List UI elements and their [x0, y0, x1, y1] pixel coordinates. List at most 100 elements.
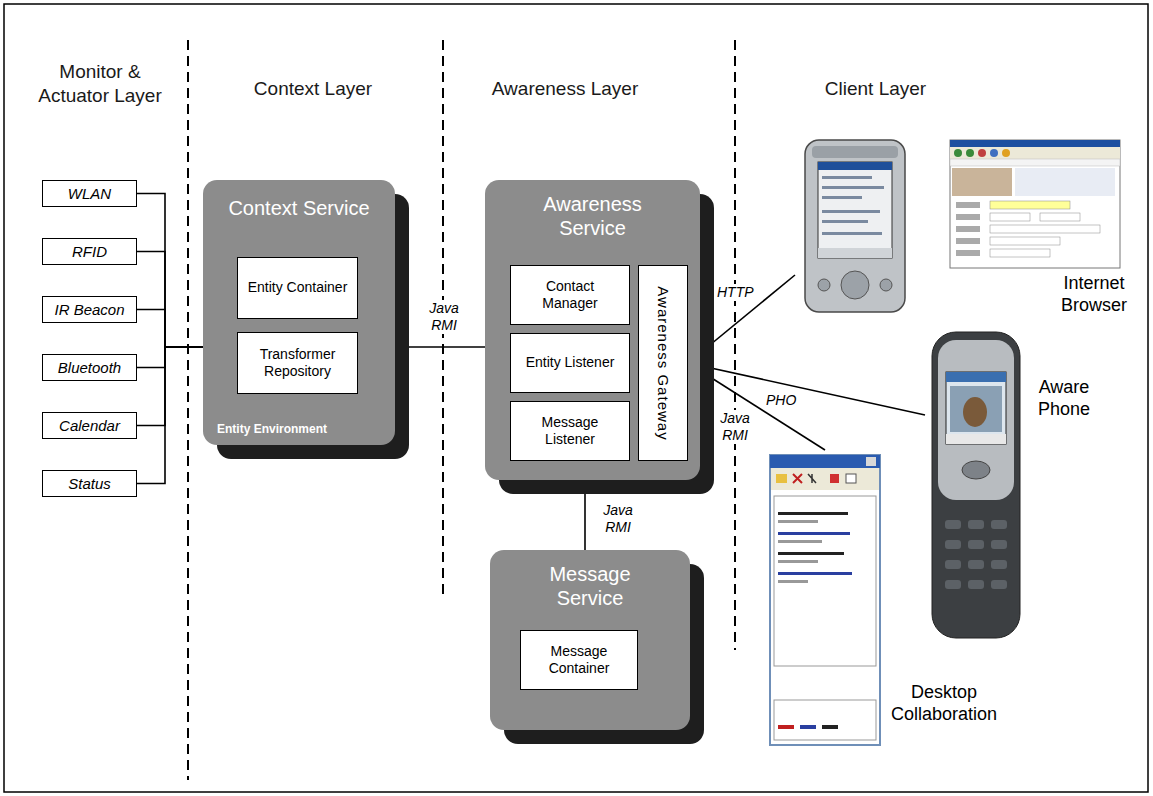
connector-line: [584, 480, 586, 550]
client-device: Desktop Collaboration: [765, 450, 1005, 750]
browser-screenshot: [1002, 149, 1010, 157]
connector-line: [137, 252, 203, 348]
desktop-window: [822, 725, 838, 729]
gateway-box: Awareness Gateway: [638, 265, 688, 461]
desktop-window: [830, 474, 839, 483]
desktop-window: [770, 455, 880, 745]
browser-screenshot: [990, 213, 1030, 221]
desktop-window: [778, 560, 818, 563]
client-device: Internet Browser: [795, 135, 1143, 325]
node-title: Contact Manager: [517, 278, 623, 313]
component-box: Entity Listener: [510, 333, 630, 393]
desktop-window: [778, 532, 850, 535]
component-box: Entity Container: [237, 257, 358, 319]
pda-illustration: [818, 162, 892, 170]
service-box: Message ServiceMessage Container: [490, 550, 690, 730]
layer-heading: Monitor & Actuator Layer: [25, 60, 175, 108]
browser-screenshot: [1040, 213, 1080, 221]
node-title: Desktop Collaboration: [883, 682, 1005, 725]
protocol-label: Java RMI: [424, 300, 464, 334]
phone-illustration: [991, 540, 1007, 549]
pda-illustration: [880, 279, 892, 291]
desktop-window: [778, 540, 822, 543]
pda-illustration: [818, 162, 892, 258]
desktop-window: [776, 474, 787, 483]
browser-screenshot: [956, 214, 980, 220]
sensor-box: Calendar: [42, 412, 137, 439]
node-title: Aware Phone: [1028, 377, 1100, 420]
protocol-label: Java RMI: [715, 410, 755, 444]
browser-screenshot: [950, 140, 1120, 268]
sensor-box: WLAN: [42, 180, 137, 207]
connector-line: [137, 347, 203, 426]
node-title: Internet Browser: [1050, 273, 1138, 316]
desktop-window: [774, 496, 876, 666]
browser-screenshot: [950, 159, 1120, 166]
pda-illustration: [822, 232, 882, 235]
node-title: Status: [68, 475, 111, 492]
desktop-window: [771, 468, 879, 490]
desktop-window: [793, 474, 802, 483]
phone-illustration: [991, 560, 1007, 569]
browser-screenshot: [954, 149, 962, 157]
phone-illustration: [945, 520, 961, 529]
node-title: WLAN: [68, 185, 111, 202]
desktop-window: [808, 474, 816, 483]
connector-line: [688, 363, 825, 450]
browser-screenshot: [950, 147, 1120, 159]
node-title: Message Service: [535, 562, 645, 610]
layer-heading: Client Layer: [818, 77, 933, 101]
component-box: Message Container: [520, 630, 638, 690]
connector-line: [688, 275, 795, 363]
phone-illustration: [945, 580, 961, 589]
phone-illustration: [950, 386, 1002, 432]
phone-illustration: [945, 560, 961, 569]
phone-illustration: [968, 520, 984, 529]
node-subtitle: Entity Environment: [217, 422, 327, 436]
phone-illustration: [946, 434, 1006, 444]
protocol-label: Java RMI: [598, 502, 638, 536]
layer-divider: [188, 40, 735, 780]
browser-screenshot: [950, 140, 1120, 268]
desktop-window: [866, 457, 876, 466]
phone-illustration: [962, 461, 990, 479]
desktop-window: [800, 725, 816, 729]
pda-illustration: [822, 186, 884, 189]
pda-illustration: [822, 196, 862, 199]
protocol-label: PHO: [765, 392, 797, 409]
layer-divider: [187, 40, 189, 780]
node-title: Message Container: [527, 643, 631, 678]
pda-illustration: [812, 146, 898, 158]
layer-divider: [734, 40, 736, 650]
phone-illustration: [945, 540, 961, 549]
phone-illustration: [968, 580, 984, 589]
component-box: Contact Manager: [510, 265, 630, 325]
frame: [4, 4, 1148, 792]
connector-line: [137, 347, 203, 484]
node-title: Context Service: [213, 196, 385, 220]
browser-screenshot: [990, 225, 1100, 233]
desktop-window: [774, 700, 876, 740]
phone-illustration: [946, 372, 1006, 382]
sensor-box: IR Beacon: [42, 296, 137, 323]
node-title: Entity Listener: [526, 354, 615, 372]
browser-screenshot: [956, 202, 980, 208]
browser-screenshot: [956, 250, 980, 256]
desktop-window: [778, 580, 808, 583]
layer-heading: Awareness Layer: [480, 77, 650, 101]
browser-screenshot: [952, 168, 1012, 196]
service-box: Awareness ServiceContact ManagerEntity L…: [485, 180, 700, 480]
browser-screenshot: [990, 249, 1050, 257]
desktop-window: [778, 512, 848, 515]
phone-illustration: [946, 372, 1006, 444]
pda-illustration: [818, 279, 830, 291]
sensor-box: RFID: [42, 238, 137, 265]
sensor-box: Bluetooth: [42, 354, 137, 381]
desktop-window: [778, 552, 844, 555]
desktop-window: [770, 455, 880, 745]
browser-screenshot: [956, 238, 980, 244]
connector-line: [137, 194, 203, 348]
phone-illustration: [968, 540, 984, 549]
node-title: IR Beacon: [54, 301, 124, 318]
